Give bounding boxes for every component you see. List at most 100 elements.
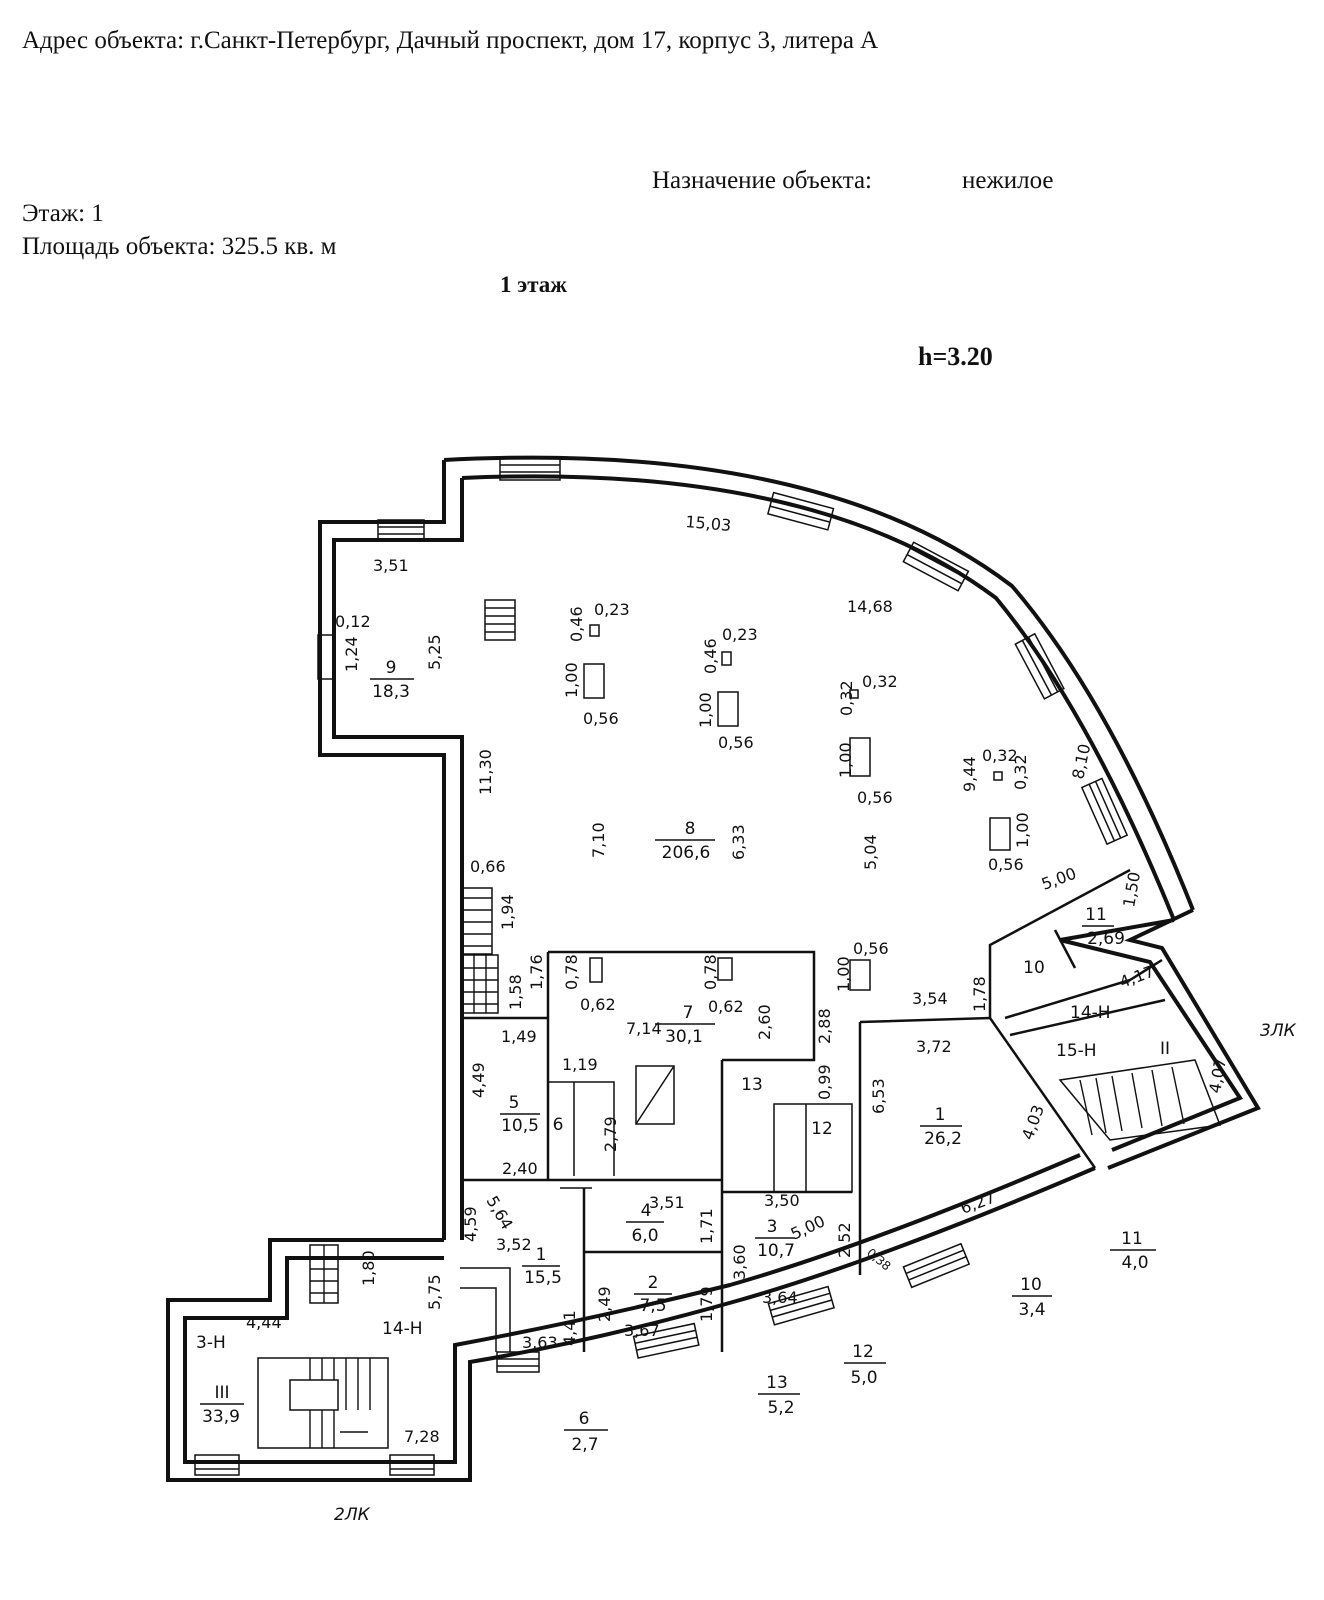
dimension: 2,79 (601, 1116, 620, 1152)
stair-II-number: II (1160, 1039, 1170, 1059)
dimension: 2,52 (835, 1222, 854, 1258)
dimension: 1,58 (506, 974, 525, 1010)
outside-6-number: 6 (579, 1409, 590, 1429)
dimension: 0,46 (567, 606, 586, 642)
dimension: 5,64 (483, 1193, 517, 1233)
dimension: 0,23 (594, 600, 630, 619)
dimension: 3,50 (764, 1191, 800, 1210)
outer-walls (166, 455, 1261, 1482)
dimension: 4,41 (560, 1310, 579, 1346)
outside-12-area: 5,0 (850, 1368, 877, 1388)
room-7-area: 30,1 (665, 1027, 703, 1047)
dimension: 7,28 (404, 1427, 440, 1446)
dimension: 0,62 (580, 995, 616, 1014)
dimension: 3,67 (624, 1321, 660, 1340)
dimension: 1,24 (342, 636, 361, 672)
columns (583, 624, 1011, 1125)
outside-11-area: 4,0 (1121, 1253, 1148, 1273)
outside-10-number: 10 (1020, 1275, 1042, 1295)
room-9-area: 18,3 (372, 682, 410, 702)
dimension: 5,25 (425, 634, 444, 670)
dimension: 4,44 (246, 1313, 282, 1332)
door-3n: 3-Н (196, 1333, 226, 1353)
room-3-number: 3 (767, 1217, 778, 1237)
dimension: 5,04 (861, 834, 880, 870)
room-3-area: 10,7 (757, 1241, 795, 1261)
dimension: 1,76 (527, 954, 546, 990)
dimension: 1,50 (1119, 870, 1144, 908)
dimension: 3,63 (522, 1333, 558, 1352)
dimension: 0,99 (815, 1064, 834, 1100)
plan-title: 1 этаж (500, 272, 567, 297)
room-6-number: 6 (553, 1115, 564, 1135)
dimension: 0,78 (562, 954, 581, 990)
dimension: 0,66 (470, 857, 506, 876)
door-15n: 15-Н (1056, 1041, 1097, 1061)
room-12-number: 12 (811, 1119, 833, 1139)
dimension: 3,52 (496, 1235, 532, 1254)
room-10-number: 10 (1023, 958, 1045, 978)
dimension: 3,51 (649, 1193, 685, 1212)
outside-12-number: 12 (852, 1342, 874, 1362)
ceiling-height: h=3.20 (918, 342, 993, 371)
floor-number: Этаж: 1 (22, 200, 104, 227)
door-14n-right: 14-Н (1070, 1003, 1111, 1023)
outside-area-labels: 11 4,0 10 3,4 12 5,0 13 5,2 6 2,7 (564, 1229, 1156, 1455)
room-2-number: 2 (648, 1273, 659, 1293)
object-area: Площадь объекта: 325.5 кв. м (22, 233, 337, 260)
dimension: 0,46 (701, 638, 720, 674)
dimension: 2,40 (502, 1159, 538, 1178)
dimension: 0,56 (988, 855, 1024, 874)
dimension: 1,80 (359, 1250, 378, 1286)
room-2-area: 7,5 (639, 1296, 666, 1316)
dimension: 3,54 (912, 989, 948, 1008)
room-1-small-number: 1 (536, 1245, 547, 1265)
dimension: 0,56 (718, 733, 754, 752)
dimension: 0,56 (583, 709, 619, 728)
dimension: 0,56 (857, 788, 893, 807)
dimension: 1,00 (696, 692, 715, 728)
room-5-area: 10,5 (501, 1116, 539, 1136)
dimension: 1,00 (834, 956, 853, 992)
stair-III-area: 33,9 (202, 1407, 240, 1427)
dimension: 2,49 (595, 1286, 614, 1322)
dimension: 11,30 (476, 749, 495, 795)
dimension-labels: 15,03 14,68 3,51 0,12 1,24 5,25 11,30 0,… (246, 512, 1230, 1446)
room-9-number: 9 (386, 658, 397, 678)
outside-13-number: 13 (766, 1373, 788, 1393)
door-14n-left: 14-Н (382, 1319, 423, 1339)
dimension: 6,53 (869, 1078, 888, 1114)
dimension: 0,62 (708, 997, 744, 1016)
dimension: 3,51 (373, 556, 409, 575)
room-labels: 8 206,6 9 18,3 7 30,1 5 10,5 6 1 15,5 4 … (200, 658, 1170, 1427)
room-13-number: 13 (741, 1075, 763, 1095)
dimension: 1,78 (970, 976, 989, 1012)
outside-6-area: 2,7 (571, 1435, 598, 1455)
room-8-number: 8 (685, 819, 696, 839)
dimension: 0,32 (837, 680, 856, 716)
dimension: 9,44 (960, 756, 979, 792)
dimension: 1,00 (562, 662, 581, 698)
stairs (257, 599, 1222, 1449)
stairwell-2lk: 2ЛК (334, 1505, 371, 1525)
object-purpose-value: нежилое (962, 167, 1054, 194)
dimension: 1,00 (836, 742, 855, 778)
outside-10-area: 3,4 (1018, 1300, 1045, 1320)
windows (194, 457, 1129, 1476)
outside-13-area: 5,2 (767, 1398, 794, 1418)
dimension: 7,10 (589, 822, 608, 858)
dimension: 1,94 (498, 894, 517, 930)
interior-walls (460, 868, 1166, 1352)
room-8-area: 206,6 (662, 843, 711, 863)
dimension: 4,17 (1117, 962, 1157, 992)
dimension: 15,03 (685, 512, 732, 535)
dimension: 2,60 (755, 1004, 774, 1040)
room-1-small-area: 15,5 (524, 1268, 562, 1288)
stair-III-number: III (214, 1383, 229, 1403)
dimension: 6,27 (958, 1188, 998, 1218)
object-address: Адрес объекта: г.Санкт-Петербург, Дачный… (22, 27, 879, 54)
dimension: 1,79 (697, 1286, 716, 1322)
dimension: 0,23 (722, 625, 758, 644)
dimension: 1,49 (501, 1027, 537, 1046)
